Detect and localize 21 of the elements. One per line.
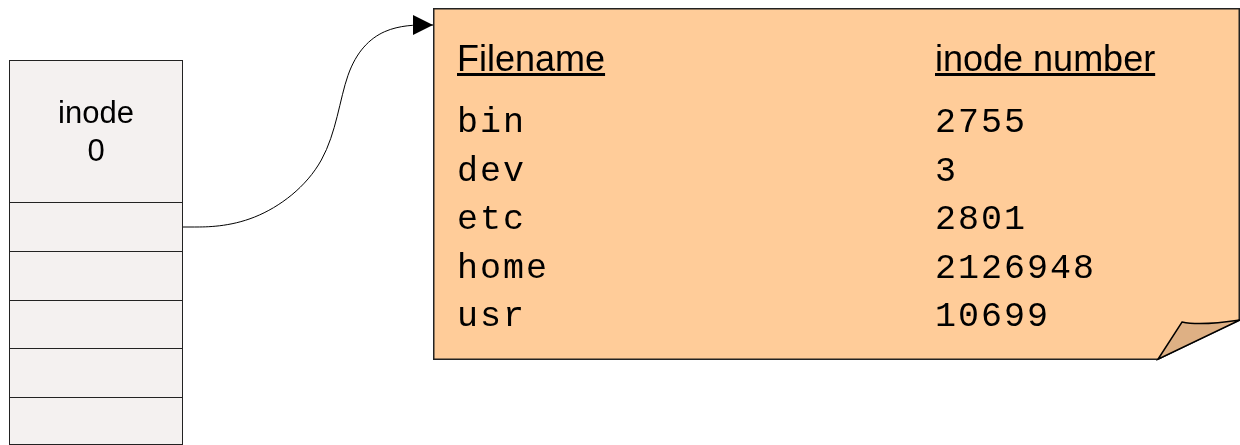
inode-cell bbox=[9, 60, 183, 203]
table-cell bbox=[9, 348, 183, 398]
table-cell bbox=[9, 300, 183, 349]
table-cell bbox=[9, 251, 183, 301]
filename: bin bbox=[457, 103, 526, 143]
arrow bbox=[182, 15, 434, 228]
column-header: inode number bbox=[935, 38, 1156, 80]
filename: dev bbox=[457, 151, 526, 192]
filename: usr bbox=[457, 297, 526, 337]
inode-number: 10699 bbox=[935, 297, 1051, 337]
inode-label: inode 0 bbox=[57, 94, 135, 169]
inode-number: 2126948 bbox=[935, 248, 1097, 289]
inode-number: 2801 bbox=[935, 200, 1027, 240]
sticky-note bbox=[433, 8, 1240, 360]
table-cell bbox=[9, 202, 183, 252]
filename: home bbox=[457, 248, 549, 289]
inode-number: 2755 bbox=[935, 103, 1027, 143]
filename: etc bbox=[457, 200, 526, 240]
inode-number: 3 bbox=[935, 151, 958, 192]
column-header: Filename bbox=[457, 38, 606, 80]
table-cell bbox=[9, 397, 183, 445]
